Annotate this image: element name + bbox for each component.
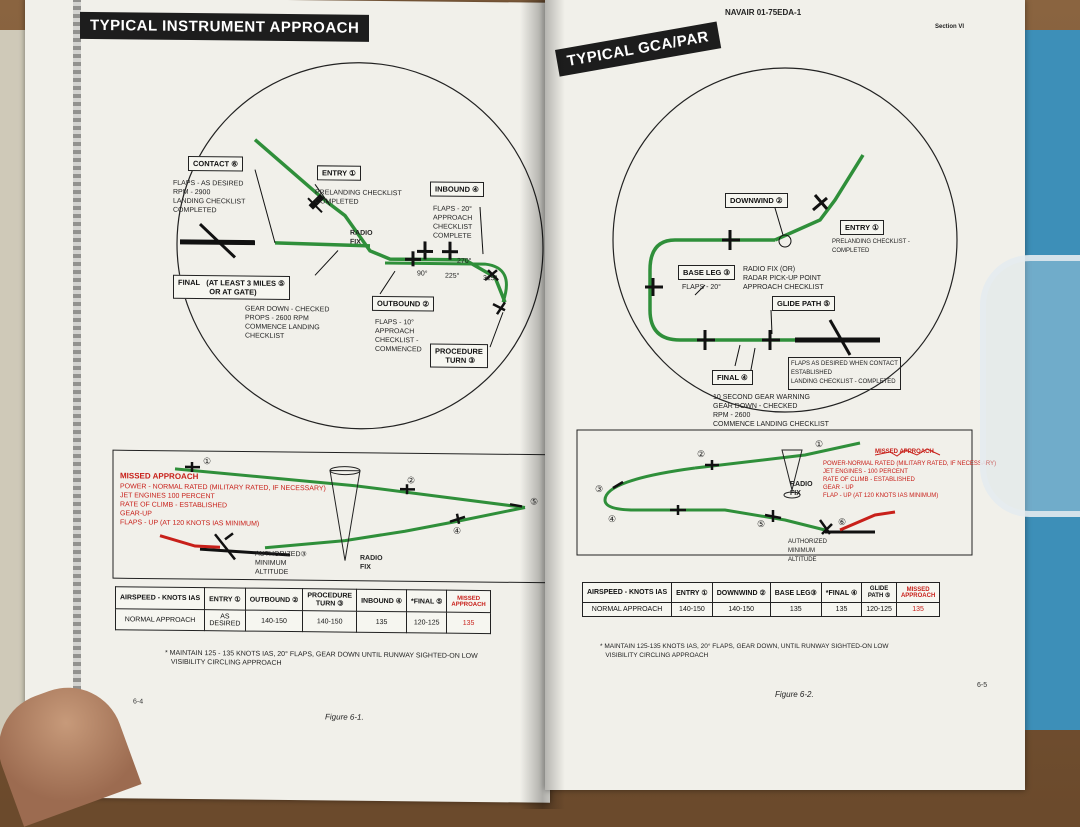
airspeed-table: AIRSPEED - KNOTS IAS ENTRY ① OUTBOUND ② … [115, 586, 491, 635]
missed-n2: ② [407, 475, 416, 486]
gca-n3: ③ [595, 484, 604, 494]
deg-225-label: 225° [445, 272, 460, 280]
outbound-notes: FLAPS - 10° APPROACH CHECKLIST - COMMENC… [375, 318, 422, 354]
table-cell: 120-125 [861, 602, 897, 617]
radio-fix-label: RADIO FIX [350, 229, 373, 246]
table-header: *FINAL ④ [820, 582, 863, 603]
inbound-notes: FLAPS - 20° APPROACH CHECKLIST COMPLETE [433, 205, 473, 240]
gca-n4: ④ [608, 514, 617, 524]
glass-object [980, 255, 1080, 517]
table-cell: 135 [769, 602, 822, 617]
airspeed-table: AIRSPEED - KNOTS IAS ENTRY ① DOWNWIND ② … [581, 582, 941, 617]
deg-90-label: 90° [417, 270, 428, 278]
entry-box: ENTRY ① [840, 220, 884, 235]
missed-approach-title: MISSED APPROACH [875, 449, 934, 455]
table-cell: 120-125 [406, 611, 447, 634]
section-header: Section VI [935, 24, 965, 30]
radio-fix-notes: RADIO FIX (OR) RADAR PICK-UP POINT APPRO… [743, 266, 824, 291]
table-header: *FINAL ⑤ [406, 589, 447, 613]
document-header: NAVAIR 01-75EDA-1 [725, 8, 802, 17]
gca-par-diagram [612, 67, 958, 413]
table-cell: 135 [895, 602, 941, 617]
missed-approach-steps: POWER-NORMAL RATED (MILITARY RATED, IF N… [823, 461, 997, 499]
table-header: AIRSPEED - KNOTS IAS [581, 582, 673, 603]
table-cell: 135 [446, 612, 491, 634]
gca-n5: ⑤ [757, 519, 766, 529]
table-cell: NORMAL APPROACH [581, 602, 673, 617]
missed-n1: ① [203, 456, 212, 467]
authorized-min-altitude: AUTHORIZED MINIMUM ALTITUDE [788, 539, 827, 563]
missed-approach-steps: POWER - NORMAL RATED (MILITARY RATED, IF… [120, 483, 326, 528]
table-cell: NORMAL APPROACH [115, 608, 205, 631]
missed-radio-fix: RADIO FIX [790, 481, 813, 497]
base-leg-box: BASE LEG ③ [678, 265, 736, 280]
final-notes: 10 SECOND GEAR WARNING GEAR DOWN - CHECK… [713, 394, 829, 428]
procedure-turn-box: PROCEDURE TURN ③ [430, 343, 488, 369]
gca-n2: ② [697, 449, 706, 459]
left-page: TYPICAL INSTRUMENT APPROACH CONTACT ⑥ FL… [25, 0, 550, 803]
figure-caption: Figure 6-2. [775, 690, 814, 699]
table-cell: 140-150 [711, 602, 771, 617]
footnote: * MAINTAIN 125 - 135 KNOTS IAS, 20° FLAP… [165, 649, 478, 667]
table-row: NORMAL APPROACH 140-150 140-150 135 135 … [581, 602, 941, 617]
table-header: ENTRY ① [204, 587, 246, 611]
table-header: GLIDE PATH ⑤ [861, 582, 897, 603]
table-cell: 135 [356, 611, 407, 633]
final-box: FINAL ④ [712, 370, 753, 385]
gca-n6: ⑥ [838, 517, 847, 527]
table-header: PROCEDURE TURN ③ [302, 588, 357, 612]
table-cell: 140-150 [245, 610, 303, 632]
final-notes: GEAR DOWN - CHECKED PROPS - 2600 RPM COM… [245, 305, 330, 340]
deg-270-label: 270° [457, 257, 472, 265]
table-header: BASE LEG③ [769, 582, 822, 603]
right-page: NAVAIR 01-75EDA-1 Section VI TYPICAL GCA… [545, 0, 1025, 790]
missed-n4: ④ [453, 525, 462, 536]
page-number: 6-4 [133, 698, 144, 706]
table-row: NORMAL APPROACH AS DESIRED 140-150 140-1… [115, 608, 491, 634]
book-spine-shadow [520, 0, 565, 809]
table-cell: 140-150 [302, 610, 357, 633]
gca-n1: ① [815, 439, 824, 449]
page-number: 6-5 [977, 682, 988, 689]
table-header: MISSED APPROACH [446, 590, 491, 613]
table-cell: AS DESIRED [204, 609, 246, 632]
table-cell: 140-150 [671, 602, 713, 617]
instrument-approach-diagram [176, 62, 544, 430]
glide-notes: FLAPS AS DESIRED WHEN CONTACT ESTABLISHE… [788, 357, 901, 390]
table-cell: 135 [820, 602, 863, 617]
table-header: INBOUND ④ [356, 589, 407, 612]
missed-approach-title: MISSED APPROACH [120, 471, 199, 482]
entry-notes: PRELANDING CHECKLIST - COMPLETED [832, 239, 910, 254]
missed-approach-profile [112, 449, 550, 584]
table-header: ENTRY ① [671, 582, 713, 603]
table-header: OUTBOUND ② [245, 588, 303, 611]
table-header: DOWNWIND ② [711, 582, 771, 603]
glide-path-box: GLIDE PATH ⑤ [772, 296, 836, 311]
figure-caption: Figure 6-1. [325, 712, 364, 722]
missed-radio-fix: RADIO FIX [360, 554, 383, 571]
footnote: * MAINTAIN 125-135 KNOTS IAS, 20° FLAPS,… [600, 643, 889, 659]
table-header: MISSED APPROACH [895, 582, 941, 603]
gca-missed-approach-profile [576, 429, 973, 556]
table-header: AIRSPEED - KNOTS IAS [115, 586, 205, 610]
final-box: FINAL (AT LEAST 3 MILES ⑤ OR AT GATE) [173, 274, 290, 301]
base-notes: FLAPS - 20° [682, 284, 721, 291]
deg-315-label: 315° [483, 275, 498, 283]
downwind-box: DOWNWIND ② [725, 193, 788, 208]
outbound-box: OUTBOUND ② [372, 295, 435, 312]
authorized-min-altitude: AUTHORIZED③ MINIMUM ALTITUDE [255, 550, 307, 577]
